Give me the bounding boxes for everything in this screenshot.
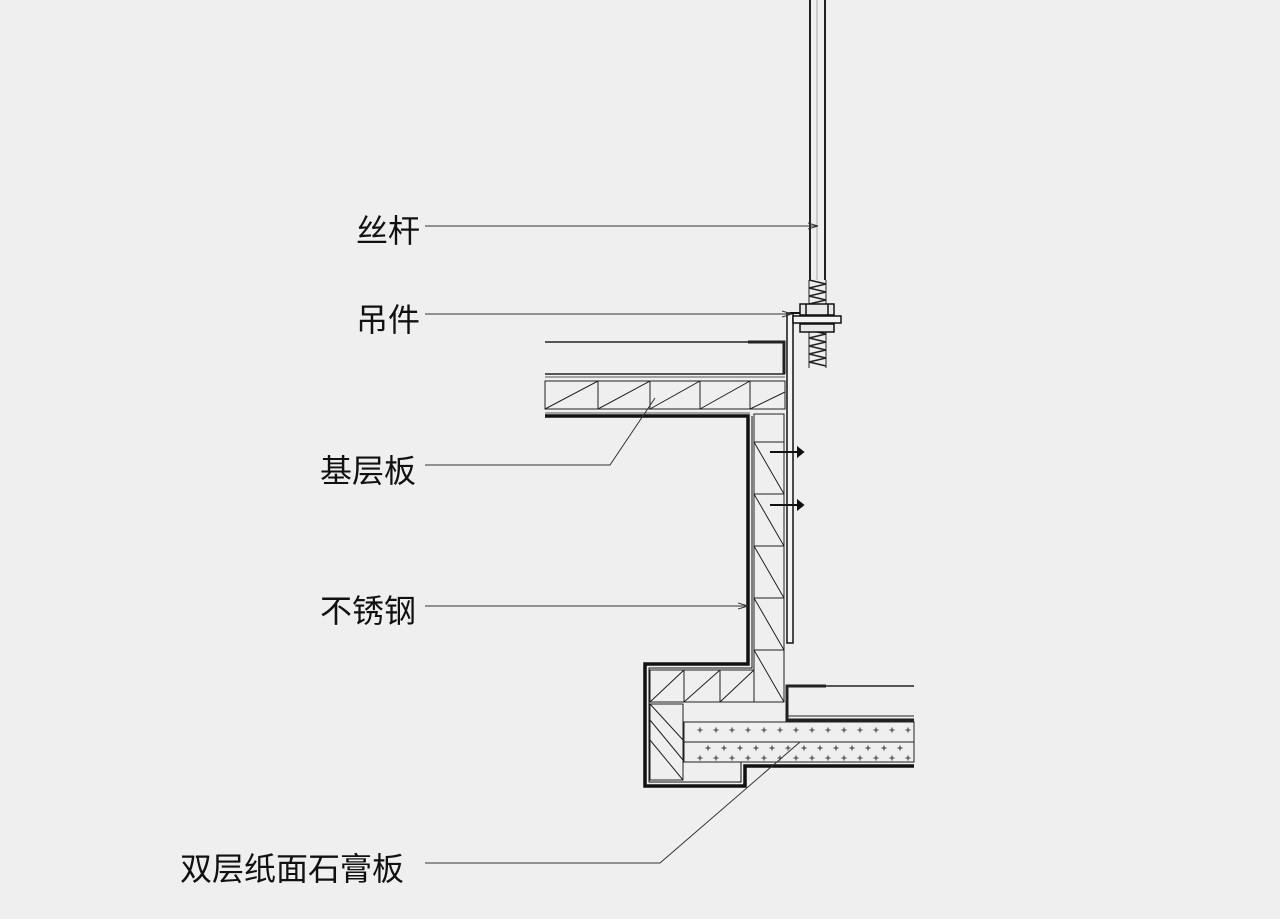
- upper-ceiling-board: [545, 340, 786, 382]
- label-threaded-rod: 丝杆: [356, 212, 420, 250]
- double-gypsum-board: [683, 721, 915, 763]
- gypsum-hatch: [697, 727, 911, 761]
- base-board-lower: [649, 669, 755, 703]
- base-board-step: [649, 703, 684, 781]
- hex-nuts: [799, 303, 835, 333]
- leader-lines: [425, 226, 818, 864]
- label-stainless-steel: 不锈钢: [320, 592, 416, 630]
- label-hanger: 吊件: [356, 301, 420, 339]
- lower-ceiling-board: [785, 684, 914, 722]
- threaded-rod: [809, 0, 826, 280]
- base-board-upper: [544, 380, 786, 414]
- label-double-gypsum-board: 双层纸面石膏板: [180, 850, 404, 888]
- label-base-board: 基层板: [320, 452, 416, 490]
- base-board-vertical: [753, 413, 785, 703]
